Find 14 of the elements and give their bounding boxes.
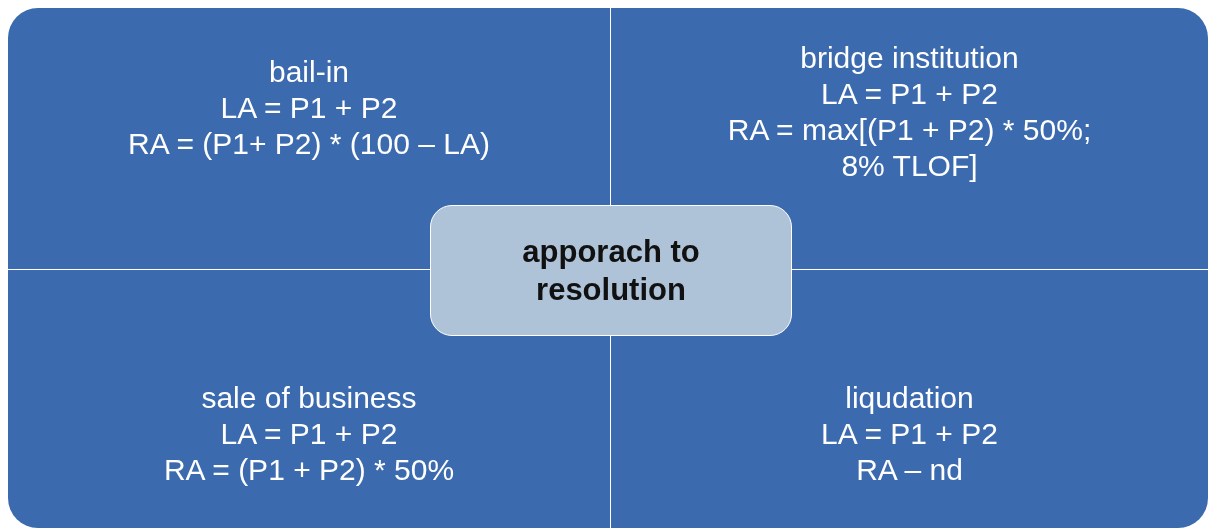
heading-text: bail-in <box>268 54 349 90</box>
formula-text: LA = P1 + P2 <box>821 416 998 452</box>
formula-text: LA = P1 + P2 <box>821 76 998 112</box>
heading-text: sale of business <box>201 380 417 416</box>
heading-text: bridge institution <box>800 40 1019 76</box>
formula-text: RA – nd <box>856 452 963 488</box>
heading-text: liqudation <box>845 380 974 416</box>
formula-text: RA = (P1+ P2) * (100 – LA) <box>128 126 490 162</box>
center-label: apporach to resolution <box>521 232 701 309</box>
formula-text: RA = (P1 + P2) * 50% <box>163 452 455 488</box>
formula-text: RA = max[(P1 + P2) * 50%; 8% TLOF] <box>726 112 1093 184</box>
formula-text: LA = P1 + P2 <box>220 90 398 126</box>
center-box <box>430 205 792 336</box>
formula-text: LA = P1 + P2 <box>220 416 398 452</box>
